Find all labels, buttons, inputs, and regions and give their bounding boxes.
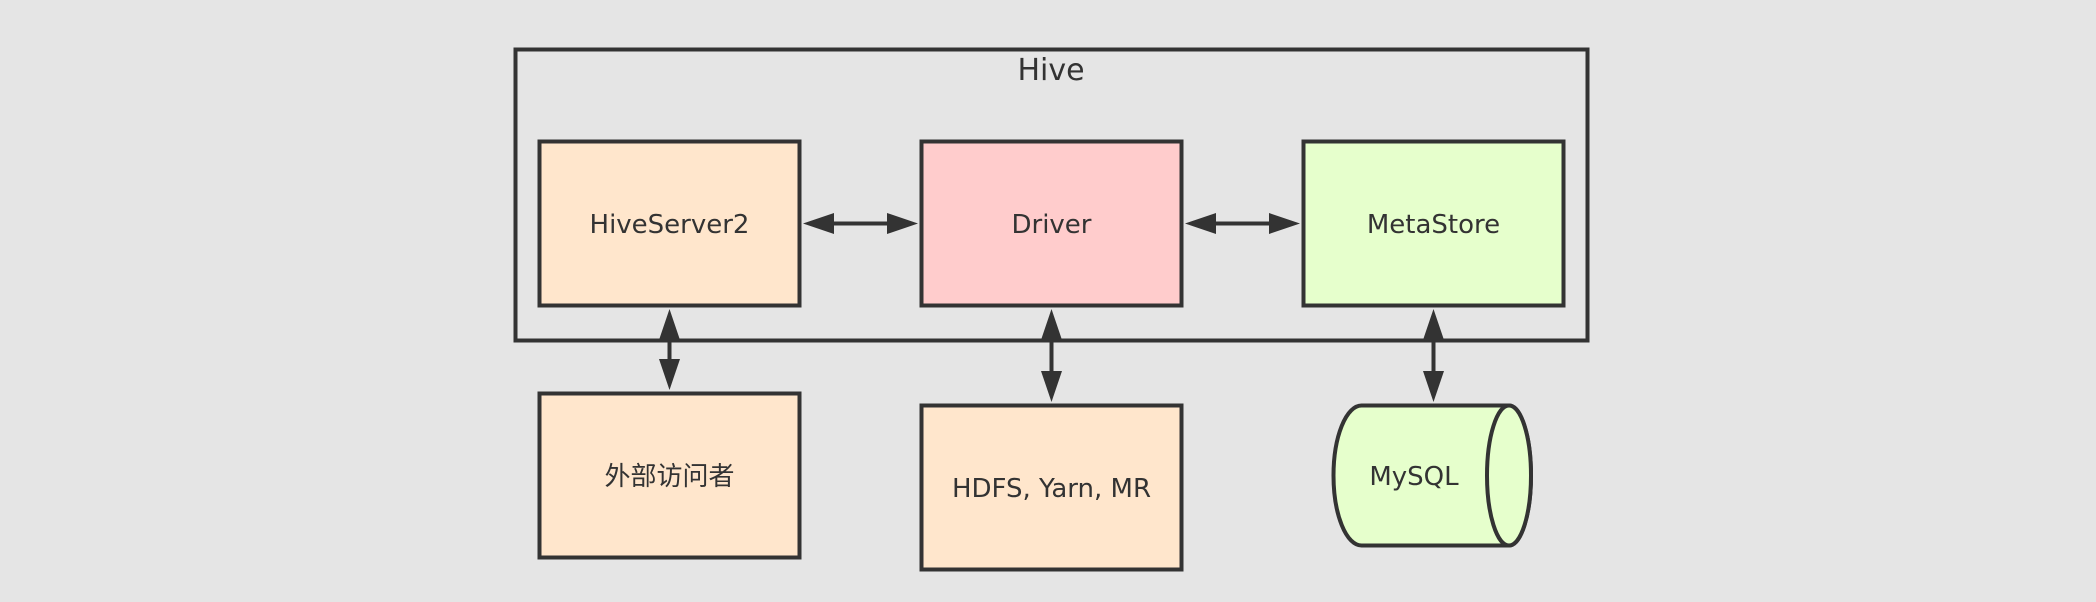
arrowhead-down-icon: [1041, 371, 1062, 402]
driver-box: [919, 139, 1184, 308]
hadoop-box: [919, 403, 1184, 572]
arrowhead-down-icon: [659, 359, 680, 390]
hiveserver2-node[interactable]: HiveServer2: [537, 139, 802, 308]
metastore-box: [1301, 139, 1566, 308]
hiveserver2-box: [537, 139, 802, 308]
arrowhead-left-icon: [1185, 213, 1216, 234]
driver-label: Driver: [1011, 210, 1091, 240]
arrowhead-up-icon: [659, 309, 680, 340]
mysql-node[interactable]: MySQL: [1331, 403, 1533, 548]
edge-hiveserver2-external: [659, 309, 680, 390]
hadoop-node[interactable]: HDFS, Yarn, MR: [919, 403, 1184, 572]
mysql-label: MySQL: [1369, 462, 1459, 492]
arrowhead-down-icon: [1423, 371, 1444, 402]
metastore-node[interactable]: MetaStore: [1301, 139, 1566, 308]
arrowhead-right-icon: [1269, 213, 1300, 234]
arrowhead-right-icon: [887, 213, 918, 234]
edges: [659, 213, 1444, 402]
external-visitor-node[interactable]: 外部访问者: [537, 391, 802, 560]
external-visitor-box: [537, 391, 802, 560]
arrowhead-left-icon: [803, 213, 834, 234]
edge-driver-metastore: [1185, 213, 1300, 234]
mysql-cylinder-end: [1485, 403, 1533, 548]
hive-container-label: Hive: [1017, 53, 1084, 88]
driver-node[interactable]: Driver: [919, 139, 1184, 308]
arrowhead-up-icon: [1423, 309, 1444, 340]
hadoop-label: HDFS, Yarn, MR: [952, 474, 1151, 504]
edge-hiveserver2-driver: [803, 213, 918, 234]
hiveserver2-label: HiveServer2: [590, 210, 750, 240]
edge-driver-hadoop: [1041, 309, 1062, 402]
metastore-label: MetaStore: [1367, 210, 1500, 240]
arrowhead-up-icon: [1041, 309, 1062, 340]
external-visitor-label: 外部访问者: [604, 462, 734, 492]
edge-metastore-mysql: [1423, 309, 1444, 402]
